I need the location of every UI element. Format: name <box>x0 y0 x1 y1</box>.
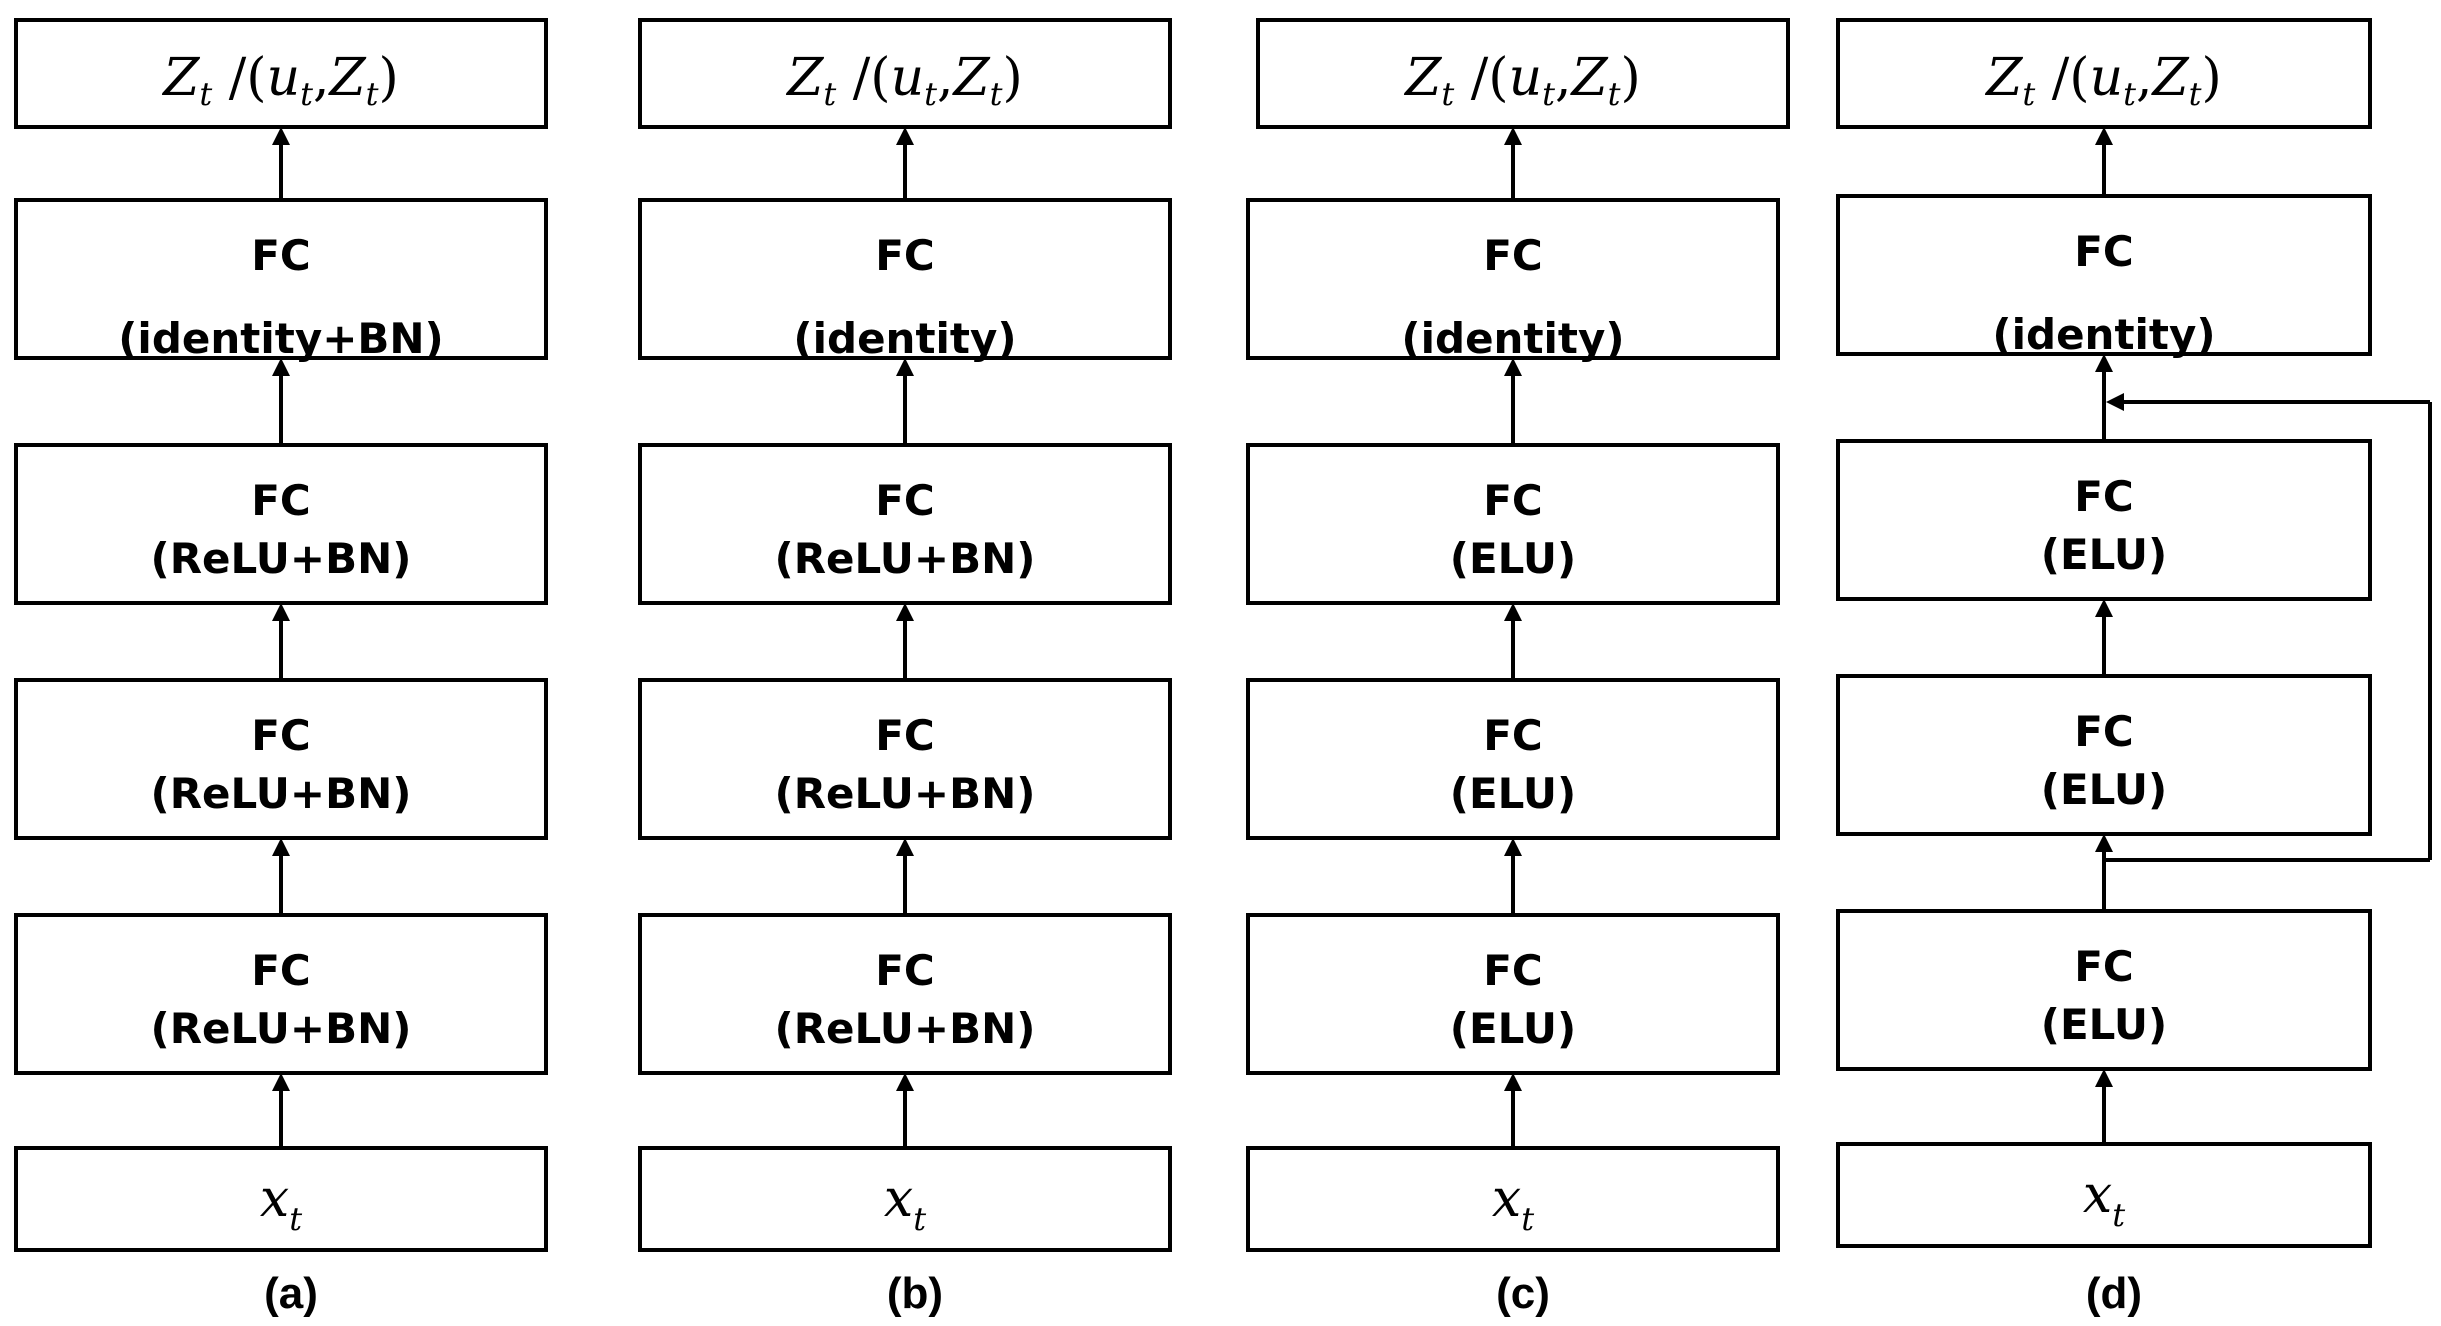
col-b-fc-block-4 <box>638 913 1172 1075</box>
col-a-fc-title-1: FC <box>251 231 311 280</box>
col-c-arrow-2-head <box>1504 603 1522 621</box>
col-a-fc-title-3: FC <box>251 711 311 760</box>
col-d-fc-title-1: FC <box>2074 227 2134 276</box>
col-c-arrow-in-head <box>1504 1073 1522 1091</box>
col-c-arrow-3-head <box>1504 838 1522 856</box>
col-b-arrow-3-head <box>896 838 914 856</box>
col-c-arrow-out-head <box>1504 127 1522 145</box>
col-a-fc-title-2: FC <box>251 476 311 525</box>
col-a-fc-block-1 <box>14 198 548 360</box>
col-b-fc-block-1 <box>638 198 1172 360</box>
col-c-fc-block-4 <box>1246 913 1780 1075</box>
col-c-fc-title-2: FC <box>1483 476 1543 525</box>
col-d-input-box <box>1836 1142 2372 1248</box>
col-c-fc-activation-1: (identity) <box>1401 314 1624 363</box>
col-d-input-label: xt <box>2083 1165 2125 1234</box>
col-c-fc-activation-4: (ELU) <box>1450 1004 1576 1053</box>
col-a-input-box <box>14 1146 548 1252</box>
col-d-output-box <box>1836 18 2372 129</box>
col-c-caption: (c) <box>1496 1269 1550 1318</box>
col-b-input-box <box>638 1146 1172 1252</box>
col-d-arrow-out-head <box>2095 127 2113 145</box>
col-b-output-label: Zt /(ut,Zt) <box>785 48 1023 113</box>
col-d-arrow-1-head <box>2095 354 2113 372</box>
col-d-fc-activation-4: (ELU) <box>2041 1000 2167 1049</box>
col-c-fc-activation-2: (ELU) <box>1450 534 1576 583</box>
col-b-arrow-1-head <box>896 358 914 376</box>
col-a-fc-block-2 <box>14 443 548 605</box>
col-b-fc-title-1: FC <box>875 231 935 280</box>
skip-connection-head <box>2106 393 2124 411</box>
col-c-arrow-1-head <box>1504 358 1522 376</box>
col-b-fc-block-3 <box>638 678 1172 840</box>
col-c-input-box <box>1246 1146 1780 1252</box>
col-b-fc-title-4: FC <box>875 946 935 995</box>
col-d-fc-block-3 <box>1836 674 2372 836</box>
col-a-output-box <box>14 18 548 129</box>
col-d-fc-activation-2: (ELU) <box>2041 530 2167 579</box>
col-a-arrow-1-head <box>272 358 290 376</box>
col-a-arrow-in-head <box>272 1073 290 1091</box>
col-d-fc-title-2: FC <box>2074 472 2134 521</box>
col-b-fc-activation-2: (ReLU+BN) <box>775 534 1036 583</box>
col-b-fc-activation-3: (ReLU+BN) <box>775 769 1036 818</box>
col-a-arrow-3-head <box>272 838 290 856</box>
col-c-input-label: xt <box>1492 1169 1534 1238</box>
col-b-arrow-2-head <box>896 603 914 621</box>
col-a-fc-block-3 <box>14 678 548 840</box>
col-d-fc-activation-3: (ELU) <box>2041 765 2167 814</box>
col-d-fc-title-3: FC <box>2074 707 2134 756</box>
col-c-fc-title-3: FC <box>1483 711 1543 760</box>
col-c-output-box <box>1256 18 1790 129</box>
col-c-fc-block-2 <box>1246 443 1780 605</box>
col-a-fc-activation-1: (identity+BN) <box>118 314 444 363</box>
col-c-fc-title-4: FC <box>1483 946 1543 995</box>
col-a-fc-activation-4: (ReLU+BN) <box>151 1004 412 1053</box>
col-c-fc-title-1: FC <box>1483 231 1543 280</box>
col-d-caption: (d) <box>2086 1269 2142 1318</box>
col-c-output-label: Zt /(ut,Zt) <box>1403 48 1641 113</box>
col-b-input-label: xt <box>884 1169 926 1238</box>
col-a-fc-activation-2: (ReLU+BN) <box>151 534 412 583</box>
col-b-caption: (b) <box>887 1269 943 1318</box>
col-a-fc-activation-3: (ReLU+BN) <box>151 769 412 818</box>
col-a-arrow-2-head <box>272 603 290 621</box>
col-d-output-label: Zt /(ut,Zt) <box>1984 48 2222 113</box>
col-a-arrow-out-head <box>272 127 290 145</box>
col-d-fc-title-4: FC <box>2074 942 2134 991</box>
col-a-fc-title-4: FC <box>251 946 311 995</box>
col-b-fc-activation-1: (identity) <box>793 314 1016 363</box>
col-c-fc-block-1 <box>1246 198 1780 360</box>
col-a-fc-block-4 <box>14 913 548 1075</box>
col-a-input-label: xt <box>260 1169 302 1238</box>
col-d-fc-activation-1: (identity) <box>1992 310 2215 359</box>
col-a-caption: (a) <box>264 1269 318 1318</box>
col-d-fc-block-4 <box>1836 909 2372 1071</box>
col-d-fc-block-2 <box>1836 439 2372 601</box>
col-a-output-label: Zt /(ut,Zt) <box>161 48 399 113</box>
col-d-arrow-2-head <box>2095 599 2113 617</box>
col-c-fc-block-3 <box>1246 678 1780 840</box>
col-b-fc-block-2 <box>638 443 1172 605</box>
col-d-arrow-in-head <box>2095 1069 2113 1087</box>
col-b-fc-activation-4: (ReLU+BN) <box>775 1004 1036 1053</box>
col-b-fc-title-3: FC <box>875 711 935 760</box>
col-d-arrow-3-head <box>2095 834 2113 852</box>
col-c-fc-activation-3: (ELU) <box>1450 769 1576 818</box>
col-b-fc-title-2: FC <box>875 476 935 525</box>
col-b-arrow-out-head <box>896 127 914 145</box>
col-b-arrow-in-head <box>896 1073 914 1091</box>
